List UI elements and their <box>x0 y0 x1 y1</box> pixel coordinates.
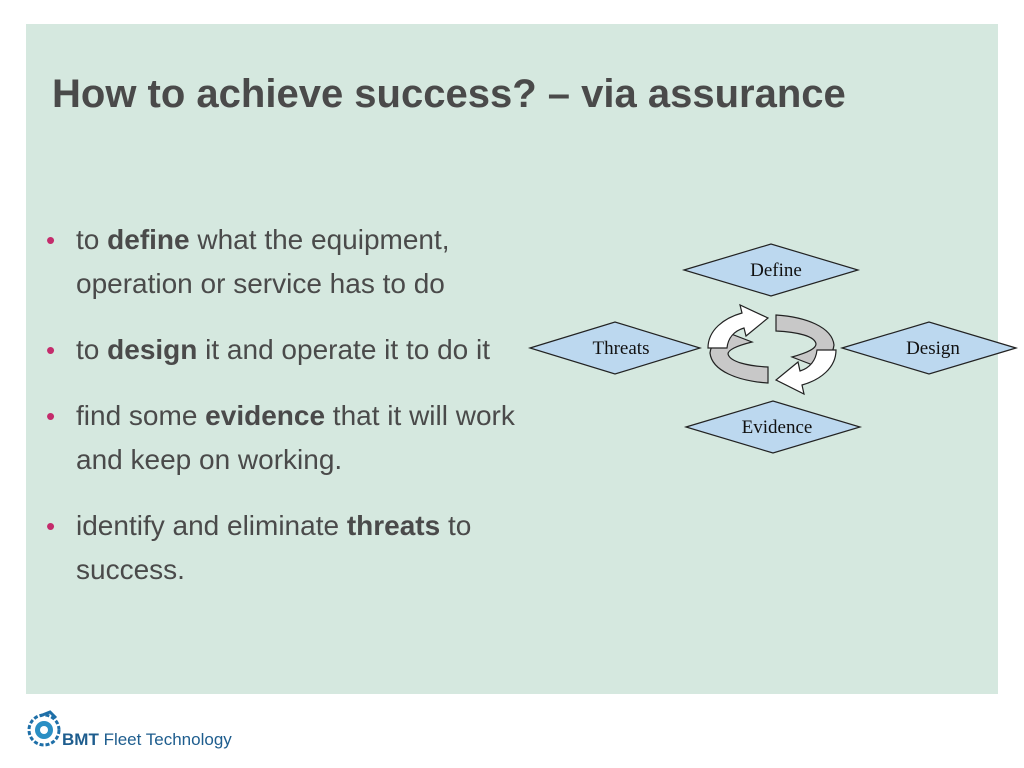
bullet-text-bold: design <box>107 334 198 365</box>
design-node: Design <box>839 321 1019 375</box>
cycle-arrows-icon <box>707 303 837 396</box>
bullet-text-bold: evidence <box>205 400 326 431</box>
bullet-text-pre: identify and eliminate <box>76 510 347 541</box>
bullet-text-pre: find some <box>76 400 206 431</box>
bullet-text-post: it and operate it to do it <box>197 334 491 365</box>
bullet-text-pre: to <box>76 224 108 255</box>
threats-label: Threats <box>593 338 650 359</box>
bullet-dot-icon: • <box>46 511 56 541</box>
logo-brand: BMT <box>62 730 99 749</box>
define-label: Define <box>750 260 802 281</box>
bullet-dot-icon: • <box>46 335 56 365</box>
evidence-node: Evidence <box>683 400 863 454</box>
slide-title: How to achieve success? – via assurance <box>52 72 846 116</box>
bullet-text-post: what the equipment, operation or service… <box>76 224 450 299</box>
bullet-dot-icon: • <box>46 225 56 255</box>
bullet-text-post: that it will work and keep on working. <box>76 400 515 475</box>
evidence-label: Evidence <box>742 417 813 438</box>
bullet-text-post: to success. <box>76 510 472 585</box>
bmt-logo-icon <box>27 710 61 747</box>
slide-panel <box>26 24 998 694</box>
bullet-list: • to define what the equipment, operation… <box>46 218 546 614</box>
bullet-item-design: • to design it and operate it to do it <box>46 328 546 372</box>
logo-name: Fleet Technology <box>103 730 232 749</box>
bullet-item-define: • to define what the equipment, operation… <box>46 218 546 306</box>
company-logo-text: BMT Fleet Technology <box>62 730 232 750</box>
bullet-text-bold: define <box>107 224 190 255</box>
bullet-text-pre: to <box>76 334 108 365</box>
design-label: Design <box>906 338 960 359</box>
bullet-item-threats: • identify and eliminate threats to succe… <box>46 504 546 592</box>
bullet-dot-icon: • <box>46 401 56 431</box>
bullet-text-bold: threats <box>346 510 441 541</box>
define-node: Define <box>681 243 861 297</box>
bullet-item-evidence: • find some evidence that it will work an… <box>46 394 546 482</box>
threats-node: Threats <box>527 321 703 375</box>
